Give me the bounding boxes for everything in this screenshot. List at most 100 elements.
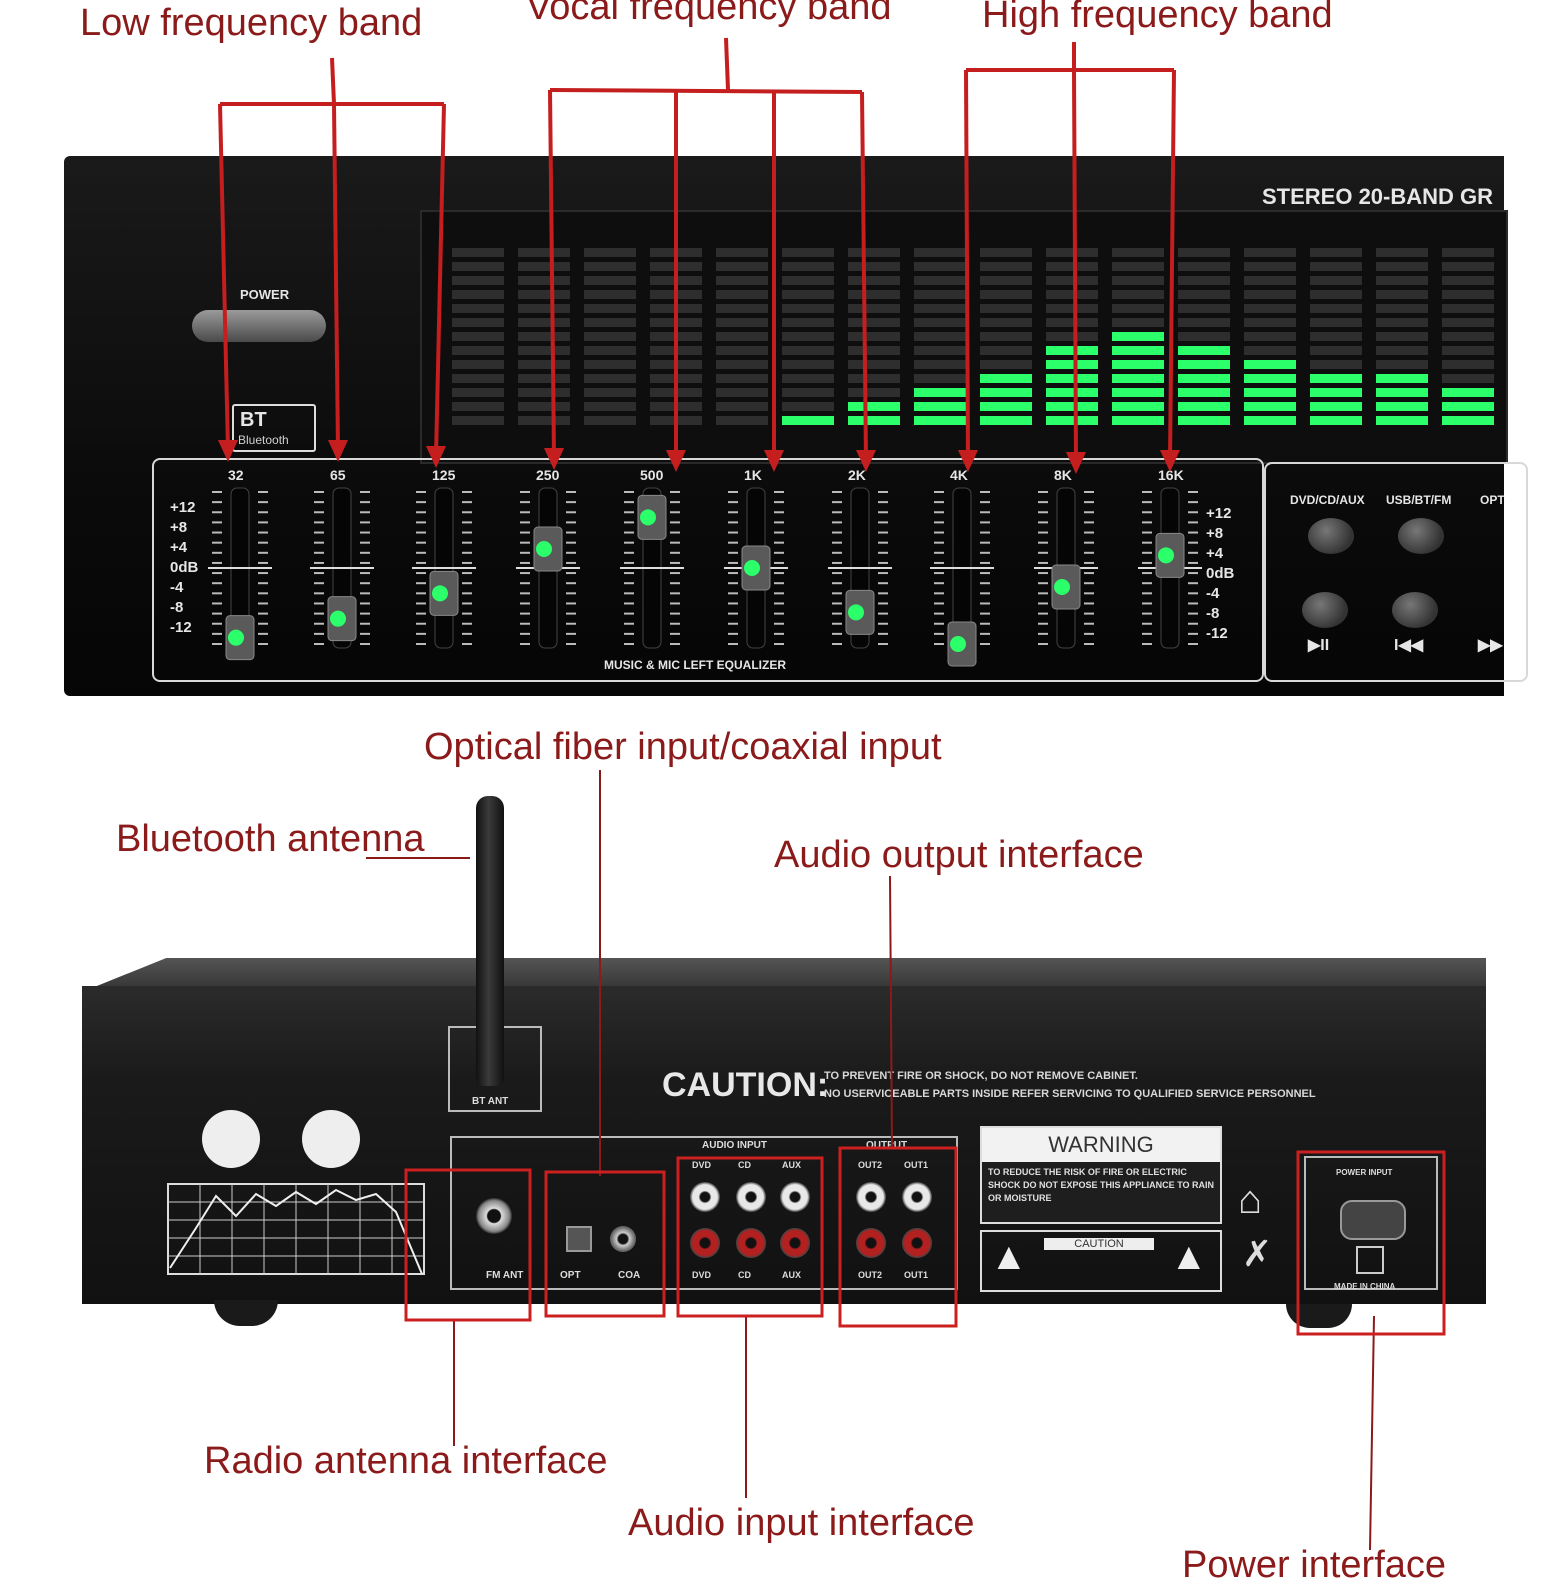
spectrum-segment xyxy=(518,416,570,425)
audio-output-jack-out2-red[interactable] xyxy=(856,1228,886,1258)
audio-input-jack-dvd-red[interactable] xyxy=(690,1228,720,1258)
spectrum-segment xyxy=(452,416,504,425)
spectrum-segment xyxy=(584,318,636,327)
callout-power-interface: Power interface xyxy=(1182,1544,1447,1586)
source-knob-dvd[interactable] xyxy=(1308,518,1354,554)
source-label-dvd-cd-aux: DVD/CD/AUX xyxy=(1290,493,1365,507)
spectrum-column xyxy=(452,248,504,425)
spectrum-segment xyxy=(1046,332,1098,341)
source-label-usb-bt-fm: USB/BT/FM xyxy=(1386,493,1452,507)
spectrum-segment xyxy=(584,346,636,355)
spectrum-segment xyxy=(650,332,702,341)
audio-output-jack-out1-white[interactable] xyxy=(902,1182,932,1212)
spectrum-segment-lit xyxy=(1046,388,1098,397)
frequency-response-graph-icon xyxy=(167,1183,425,1275)
spectrum-segment xyxy=(584,416,636,425)
scale-label: -4 xyxy=(1206,585,1220,602)
spectrum-segment xyxy=(1112,262,1164,271)
spectrum-segment xyxy=(1046,248,1098,257)
callout-bluetooth-antenna: Bluetooth antenna xyxy=(116,818,425,860)
band-label-65: 65 xyxy=(330,467,346,483)
band-label-1k: 1K xyxy=(744,467,762,483)
audio-output-jack-out2-white[interactable] xyxy=(856,1182,886,1212)
spectrum-segment-lit xyxy=(1442,388,1494,397)
spectrum-segment xyxy=(650,388,702,397)
scale-label: -12 xyxy=(170,619,192,636)
audio-input-jack-cd-red[interactable] xyxy=(736,1228,766,1258)
spectrum-analyzer xyxy=(452,248,1560,425)
callout-audio-input-interface: Audio input interface xyxy=(628,1502,975,1544)
spectrum-segment xyxy=(1178,304,1230,313)
power-button[interactable] xyxy=(192,310,326,342)
spectrum-segment-lit xyxy=(1046,402,1098,411)
source-knob-usb[interactable] xyxy=(1398,518,1444,554)
audio-input-jack-dvd-white[interactable] xyxy=(690,1182,720,1212)
spectrum-segment xyxy=(1376,318,1428,327)
spectrum-segment xyxy=(518,332,570,341)
spectrum-segment xyxy=(452,262,504,271)
spectrum-column xyxy=(782,248,834,425)
audio-input-jack-aux-white[interactable] xyxy=(780,1182,810,1212)
spectrum-segment xyxy=(518,360,570,369)
spectrum-segment xyxy=(1244,248,1296,257)
spectrum-segment xyxy=(1310,304,1362,313)
spectrum-segment xyxy=(782,388,834,397)
spectrum-segment-lit xyxy=(1178,402,1230,411)
bluetooth-antenna[interactable] xyxy=(476,796,504,1086)
spectrum-segment xyxy=(584,290,636,299)
spectrum-segment xyxy=(1376,262,1428,271)
equalizer-title: MUSIC & MIC LEFT EQUALIZER xyxy=(598,659,792,671)
fm-antenna-jack[interactable] xyxy=(476,1198,512,1234)
spectrum-segment xyxy=(1244,262,1296,271)
band-label-250: 250 xyxy=(536,467,560,483)
spectrum-segment-lit xyxy=(914,402,966,411)
spectrum-segment xyxy=(980,304,1032,313)
spectrum-segment xyxy=(914,318,966,327)
audio-input-label-bottom-dvd: DVD xyxy=(692,1270,712,1280)
spectrum-segment-lit xyxy=(1376,388,1428,397)
spectrum-segment xyxy=(1376,346,1428,355)
spectrum-column xyxy=(1310,248,1362,425)
spectrum-segment xyxy=(1442,248,1494,257)
spectrum-column xyxy=(716,248,768,425)
spectrum-segment xyxy=(848,374,900,383)
spectrum-segment xyxy=(914,374,966,383)
previous-button[interactable] xyxy=(1392,592,1438,628)
optical-input-jack[interactable] xyxy=(566,1226,592,1252)
spectrum-segment xyxy=(518,304,570,313)
audio-input-label-bottom-cd: CD xyxy=(738,1270,751,1280)
scale-label: -12 xyxy=(1206,625,1228,642)
play-pause-button[interactable] xyxy=(1302,592,1348,628)
scale-label: +8 xyxy=(1206,525,1224,542)
spectrum-segment-lit xyxy=(1244,416,1296,425)
spectrum-segment xyxy=(914,276,966,285)
spectrum-segment xyxy=(650,318,702,327)
spectrum-segment xyxy=(1310,290,1362,299)
spectrum-column xyxy=(518,248,570,425)
scale-label: -4 xyxy=(170,579,184,596)
spectrum-segment xyxy=(452,318,504,327)
power-socket[interactable] xyxy=(1340,1200,1406,1240)
spectrum-segment xyxy=(1046,304,1098,313)
spectrum-segment xyxy=(782,318,834,327)
audio-output-jack-out1-red[interactable] xyxy=(902,1228,932,1258)
audio-input-jack-cd-white[interactable] xyxy=(736,1182,766,1212)
scale-label: -8 xyxy=(1206,605,1220,622)
spectrum-segment xyxy=(1442,262,1494,271)
spectrum-segment xyxy=(716,374,768,383)
spectrum-segment xyxy=(1376,360,1428,369)
spectrum-segment-lit xyxy=(1376,374,1428,383)
coaxial-input-jack[interactable] xyxy=(610,1226,636,1252)
spectrum-segment xyxy=(452,360,504,369)
spectrum-segment xyxy=(782,276,834,285)
spectrum-segment xyxy=(1178,318,1230,327)
spectrum-segment xyxy=(452,248,504,257)
spectrum-segment-lit xyxy=(1112,416,1164,425)
audio-input-jack-aux-red[interactable] xyxy=(780,1228,810,1258)
spectrum-segment xyxy=(1442,304,1494,313)
spectrum-segment-lit xyxy=(1310,388,1362,397)
warning-triangle-icon-2: ▲ xyxy=(1170,1236,1208,1278)
spectrum-column xyxy=(1442,248,1494,425)
spectrum-segment xyxy=(782,290,834,299)
fm-ant-label: FM ANT xyxy=(486,1270,524,1281)
